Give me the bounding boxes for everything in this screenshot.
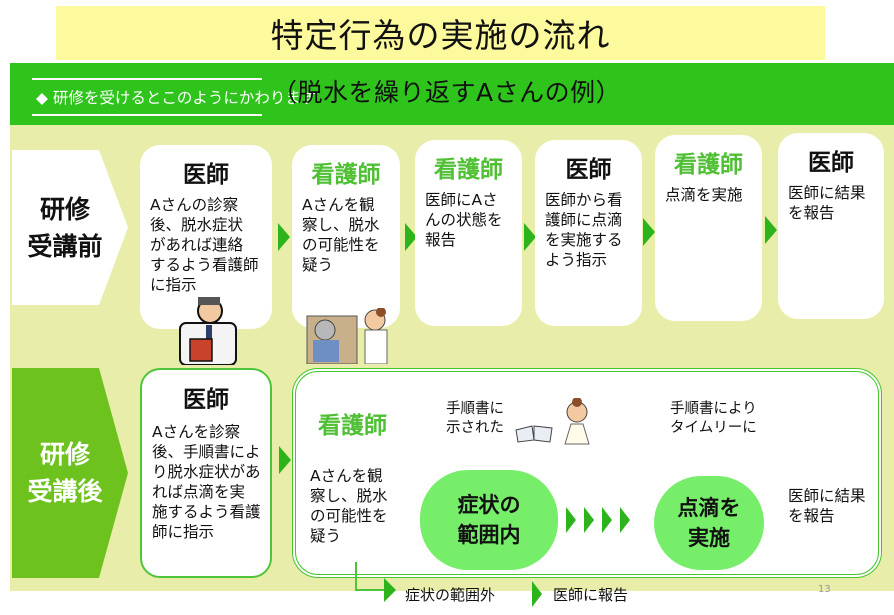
result-text: 医師に結果 を報告 <box>788 487 866 525</box>
example-caption: （脱水を繰り返すAさんの例） <box>272 78 622 107</box>
step-card: 看護師 点滴を実施 <box>655 135 762 321</box>
drip-oval: 点滴を 実施 <box>654 476 764 570</box>
nurse-with-patient-illustration <box>306 308 388 364</box>
flow-arrow-icon <box>765 216 777 244</box>
role-label: 医師 <box>565 157 612 183</box>
step-card: 医師 医師に結果 を報告 <box>778 133 884 319</box>
step-text: Aさんを診察 後、手順書によ り脱水症状があ れば点滴を実 施するよう看護 師に… <box>152 423 261 541</box>
report-to-doctor-label: 医師に報告 <box>553 586 629 604</box>
step-text: 医師に結果 を報告 <box>788 184 866 222</box>
step-text: Aさんを観 察し、脱水 の可能性を 疑う <box>302 196 380 274</box>
within-range-oval: 症状の 範囲内 <box>420 470 558 570</box>
role-label: 医師 <box>183 162 229 188</box>
flow-arrow-icon <box>524 223 536 251</box>
flow-arrow-icon <box>566 507 576 533</box>
flow-arrow-icon <box>643 218 655 246</box>
step-text: Aさんの診察 後、脱水症状 があれば連絡 するよう看護師 に指示 <box>150 196 259 294</box>
manual-note: 手順書に 示された <box>446 401 504 436</box>
role-label: 看護師 <box>674 152 743 178</box>
page-title: 特定行為の実施の流れ <box>56 6 825 60</box>
step-text: 医師から看 護師に点滴 を実施する よう指示 <box>545 191 623 269</box>
flow-arrow-icon <box>602 507 612 533</box>
page-number: 13 <box>818 584 831 595</box>
nurse-illustration <box>564 398 590 445</box>
nurse-process-box: 看護師 Aさんを観 察し、脱水 の可能性を 疑う 手順書に 示された 手順書によ… <box>292 368 882 578</box>
flow-arrow-icon <box>278 223 290 251</box>
row-label-text: 研修 受講前 <box>27 194 103 261</box>
step-card: 看護師 Aさんを観 察し、脱水 の可能性を 疑う <box>292 145 400 328</box>
role-label: 看護師 <box>318 413 387 439</box>
doctor-card: 医師 Aさんを診察 後、手順書によ り脱水症状があ れば点滴を実 施するよう看護… <box>140 368 272 578</box>
out-of-range-label: 症状の範囲外 <box>405 586 496 604</box>
role-label: 看護師 <box>434 157 503 183</box>
flow-arrow-icon <box>584 507 594 533</box>
role-label: 看護師 <box>311 162 381 188</box>
step-card: 看護師 医師にAさ んの状態を 報告 <box>415 140 522 326</box>
step-card: 医師 医師から看 護師に点滴 を実施する よう指示 <box>535 140 642 326</box>
doctor-illustration <box>179 297 237 365</box>
timely-note: 手順書により タイムリーに <box>670 401 757 436</box>
flow-arrow-icon <box>620 507 630 533</box>
branch-connector <box>355 562 396 602</box>
row-label-text: 研修 受講後 <box>27 440 103 506</box>
observe-text: Aさんを観 察し、脱水 の可能性を 疑う <box>310 467 388 545</box>
role-label: 医師 <box>183 387 229 413</box>
step-text: 医師にAさ んの状態を 報告 <box>425 191 503 249</box>
step-text: 点滴を実施 <box>665 186 743 204</box>
flow-arrow-icon <box>405 223 417 251</box>
section-subtitle: ◆ 研修を受けるとこのようにかわります <box>32 78 316 116</box>
section-header: ◆ 研修を受けるとこのようにかわります （脱水を繰り返すAさんの例） <box>10 63 894 125</box>
role-label: 医師 <box>808 150 854 176</box>
flow-arrow-icon <box>532 581 542 607</box>
manual-book-icon <box>515 425 553 443</box>
row-label-before: 研修 受講前 <box>12 150 128 305</box>
flow-arrow-icon <box>279 446 291 474</box>
row-label-after: 研修 受講後 <box>12 368 128 578</box>
